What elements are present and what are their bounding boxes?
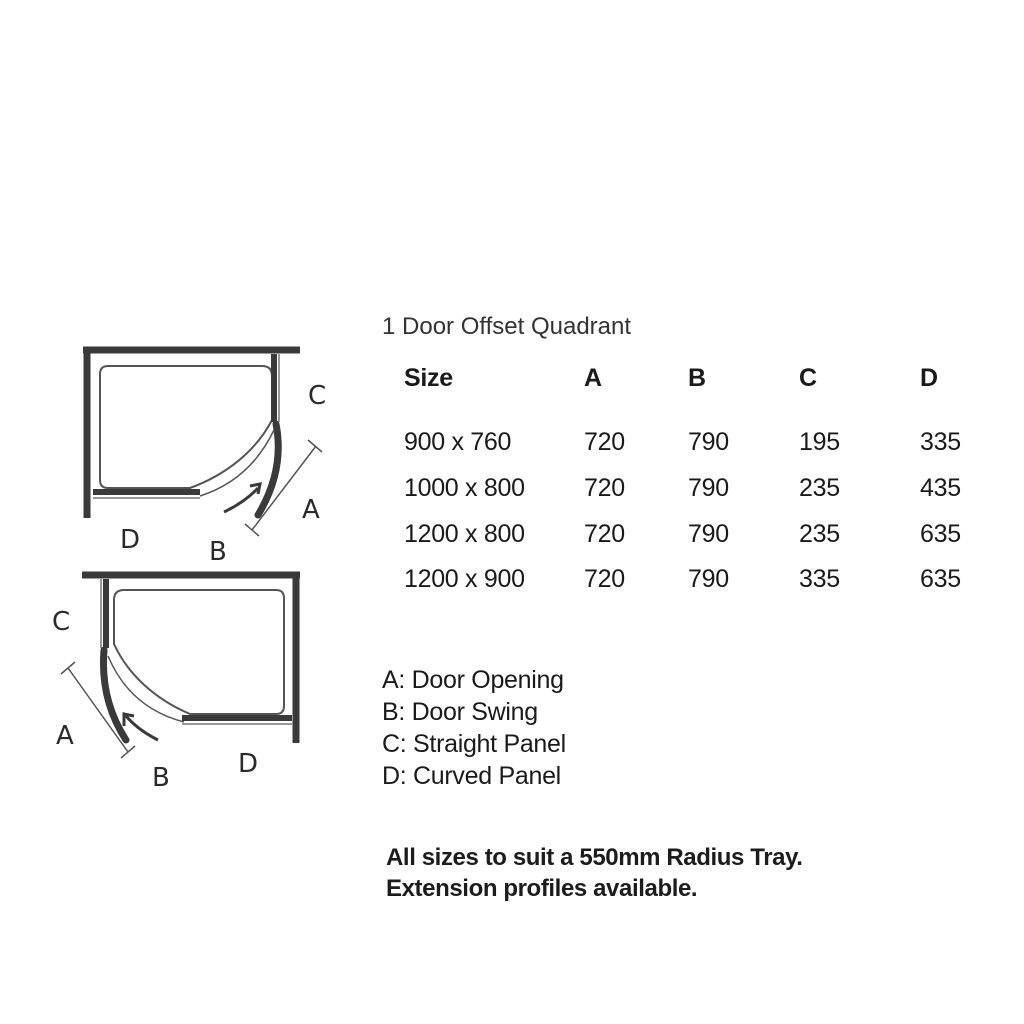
table-cell: 720	[584, 565, 625, 593]
table-cell: 900 x 760	[404, 428, 512, 456]
bottom-swing-arrow	[124, 715, 159, 742]
table-cell: 720	[584, 428, 625, 456]
bottom-door-swing-arc	[107, 655, 185, 723]
bottom-label-b: B	[152, 763, 170, 793]
table-cell: 195	[799, 428, 840, 456]
legend-item-d: D: Curved Panel	[382, 762, 561, 790]
table-cell: 1200 x 900	[404, 565, 525, 593]
table-cell: 235	[799, 474, 840, 502]
bottom-dimension-a-tick1	[60, 661, 76, 675]
header-size: Size	[404, 364, 453, 392]
top-dimension-a	[251, 445, 317, 531]
table-cell: 435	[920, 474, 961, 502]
table-cell: 635	[920, 520, 961, 548]
note-radius-tray: All sizes to suit a 550mm Radius Tray.	[386, 844, 803, 871]
bottom-dimension-a	[67, 667, 129, 753]
table-cell: 635	[920, 565, 961, 593]
bottom-dimension-a-tick2	[120, 745, 136, 759]
top-label-d: D	[120, 525, 140, 555]
table-cell: 720	[584, 474, 625, 502]
legend-item-c: C: Straight Panel	[382, 730, 566, 758]
table-cell: 335	[920, 428, 961, 456]
top-dimension-a-tick1	[307, 439, 323, 453]
top-label-c: C	[308, 381, 326, 411]
legend: A: Door Opening B: Door Swing C: Straigh…	[382, 664, 566, 792]
bottom-label-d: D	[238, 749, 258, 779]
bottom-label-a: A	[56, 721, 74, 751]
bottom-swing-arrowhead	[122, 712, 135, 726]
table-cell: 790	[688, 565, 729, 593]
table-cell: 335	[799, 565, 840, 593]
note-extension-profiles: Extension profiles available.	[386, 875, 698, 902]
bottom-curved-door	[100, 646, 130, 744]
table-cell: 720	[584, 520, 625, 548]
bottom-enclosure-diagram: C A D B	[52, 571, 300, 793]
bottom-label-c: C	[52, 607, 70, 637]
top-dimension-a-tick2	[244, 523, 260, 537]
table-cell: 790	[688, 428, 729, 456]
header-b: B	[688, 364, 706, 392]
top-swing-arrow	[223, 486, 260, 514]
top-door-swing-arc	[199, 429, 275, 497]
table-cell: 790	[688, 520, 729, 548]
top-enclosure-diagram: C A D B	[83, 346, 326, 567]
header-d: D	[920, 364, 938, 392]
table-cell: 235	[799, 520, 840, 548]
header-a: A	[584, 364, 602, 392]
bottom-tray-outline	[113, 589, 285, 715]
top-label-a: A	[302, 495, 320, 525]
table-cell: 1200 x 800	[404, 520, 525, 548]
table-cell: 790	[688, 474, 729, 502]
header-c: C	[799, 364, 817, 392]
legend-item-b: B: Door Swing	[382, 698, 538, 726]
top-label-b: B	[209, 537, 227, 567]
top-swing-arrowhead	[249, 482, 262, 495]
page-title: 1 Door Offset Quadrant	[382, 313, 632, 340]
notes: All sizes to suit a 550mm Radius Tray. E…	[386, 842, 803, 904]
legend-item-a: A: Door Opening	[382, 666, 564, 694]
table-cell: 1000 x 800	[404, 474, 525, 502]
top-curved-door	[254, 420, 282, 519]
